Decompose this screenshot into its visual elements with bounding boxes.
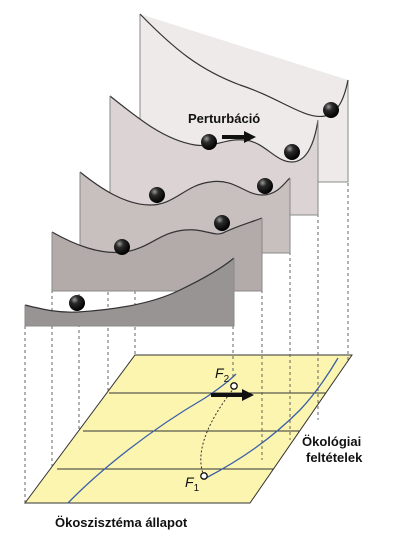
fold-point-f1 <box>200 472 208 480</box>
projection-lines <box>24 177 349 503</box>
f2-label: F2 <box>215 365 230 385</box>
landscape-panel-2 <box>51 217 263 292</box>
ball-panel4-left <box>201 134 217 150</box>
ball-panel2-right <box>214 215 230 231</box>
equilibrium-curve-right <box>205 357 339 479</box>
potential-landscape-2 <box>52 218 262 291</box>
state-axis-label: Ökoszisztéma állapot <box>55 515 188 530</box>
base-plane <box>24 354 353 504</box>
ball-panel5 <box>323 102 339 118</box>
state-balls <box>69 102 339 311</box>
plane-arrow <box>211 389 254 401</box>
potential-landscape-1 <box>25 258 234 326</box>
ball-panel3-right <box>257 178 273 194</box>
ball-panel1 <box>69 295 85 311</box>
conditions-label-line2: feltételek <box>306 450 363 465</box>
base-plane-surface <box>24 354 353 504</box>
ball-panel4-right <box>284 144 300 160</box>
ball-panel3-left <box>149 187 165 203</box>
f1-label: F1 <box>185 474 200 494</box>
potential-surface-1 <box>24 257 235 313</box>
fold-point-f2 <box>230 382 238 390</box>
potential-landscape-5 <box>140 14 348 182</box>
landscape-panel-1 <box>24 257 235 327</box>
perturbation-arrow <box>222 131 256 143</box>
ball-panel2-left <box>114 239 130 255</box>
potential-surface-2 <box>51 217 263 254</box>
equilibrium-curve-left <box>67 373 237 504</box>
conditions-label-line1: Ökológiai <box>302 434 361 449</box>
potential-surface-3 <box>79 171 291 206</box>
perturbation-label: Perturbáció <box>188 111 260 126</box>
potential-surface-4 <box>109 95 319 163</box>
